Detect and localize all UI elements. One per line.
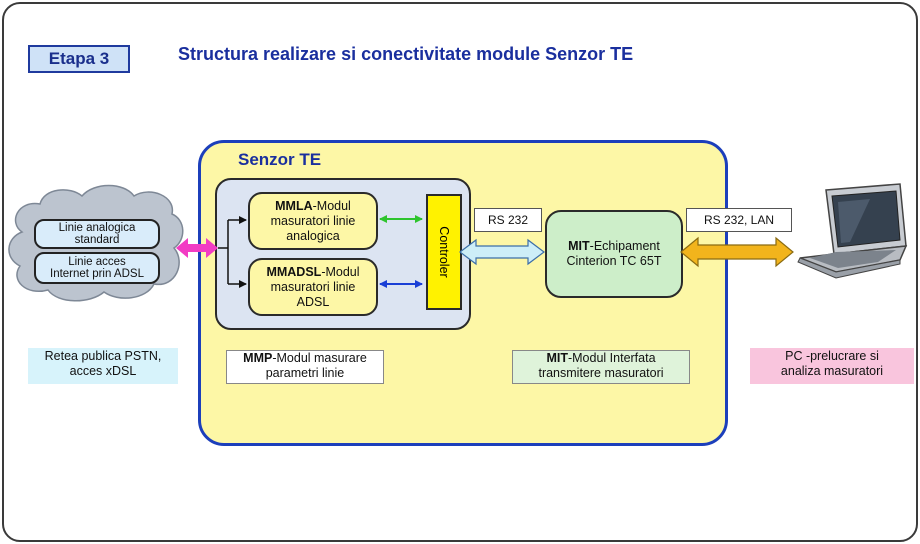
mmadsl-module-line2: masuratori linie bbox=[270, 279, 356, 294]
mmp-branch-lines bbox=[218, 216, 247, 288]
cloud-analog-line: Linie analogica standard bbox=[34, 219, 160, 249]
cloud-adsl-line-2: Internet prin ADSL bbox=[50, 268, 144, 280]
cloud-adsl-line: Linie acces Internet prin ADSL bbox=[34, 252, 160, 284]
laptop-icon bbox=[797, 183, 908, 279]
mit-device-suffix: -Echipament bbox=[589, 239, 660, 253]
caption-mit-suffix: -Modul Interfata bbox=[567, 351, 656, 365]
cloud-adsl-line-1: Linie acces bbox=[68, 256, 126, 268]
mit-device: MIT-Echipament Cinterion TC 65T bbox=[545, 210, 683, 298]
cloud-mmp-arrow bbox=[176, 238, 218, 258]
sensor-title: Senzor TE bbox=[238, 150, 322, 169]
mmadsl-module-name: MMADSL bbox=[266, 264, 322, 279]
rs232-label: RS 232 bbox=[474, 208, 542, 232]
caption-mmp: MMP-Modul masurare parametri linie bbox=[226, 350, 384, 384]
mmla-module: MMLA-Modul masuratori linie analogica bbox=[248, 192, 378, 250]
mit-device-line2: Cinterion TC 65T bbox=[566, 254, 662, 268]
mmla-module-line2: masuratori linie bbox=[270, 213, 356, 228]
mmadsl-module-line3: ADSL bbox=[296, 294, 330, 309]
caption-mmp-name: MMP bbox=[243, 351, 273, 365]
mit-device-name: MIT bbox=[568, 239, 590, 253]
mmla-module-suffix: -Modul bbox=[312, 198, 351, 213]
caption-mit: MIT-Modul Interfata transmitere masurato… bbox=[512, 350, 690, 384]
page-title: Structura realizare si conectivitate mod… bbox=[178, 44, 634, 64]
caption-pc-line1: PC -prelucrare si bbox=[785, 349, 879, 363]
caption-pc-line2: analiza masuratori bbox=[780, 364, 884, 378]
mit-pc-arrow bbox=[680, 236, 794, 268]
caption-mit-line2: transmitere masuratori bbox=[538, 366, 664, 380]
mmla-module-line3: analogica bbox=[286, 228, 340, 243]
caption-pstn-line2: acces xDSL bbox=[69, 364, 137, 378]
caption-mmp-suffix: -Modul masurare bbox=[272, 351, 367, 365]
stage-label: Etapa 3 bbox=[28, 45, 130, 73]
cloud-analog-line-1: Linie analogica bbox=[58, 222, 136, 234]
caption-pstn: Retea publica PSTN, acces xDSL bbox=[28, 348, 178, 384]
caption-mmp-line2: parametri linie bbox=[265, 366, 345, 380]
caption-pc: PC -prelucrare si analiza masuratori bbox=[750, 348, 914, 384]
controler-mit-arrow bbox=[459, 238, 545, 266]
mmadsl-module-suffix: -Modul bbox=[321, 264, 360, 279]
caption-mit-name: MIT bbox=[546, 351, 568, 365]
caption-pstn-line1: Retea publica PSTN, bbox=[44, 349, 162, 363]
mmadsl-module: MMADSL-Modul masuratori linie ADSL bbox=[248, 258, 378, 316]
cloud-analog-line-2: standard bbox=[74, 234, 120, 246]
mmla-module-name: MMLA bbox=[275, 198, 313, 213]
rs232-lan-label: RS 232, LAN bbox=[686, 208, 792, 232]
